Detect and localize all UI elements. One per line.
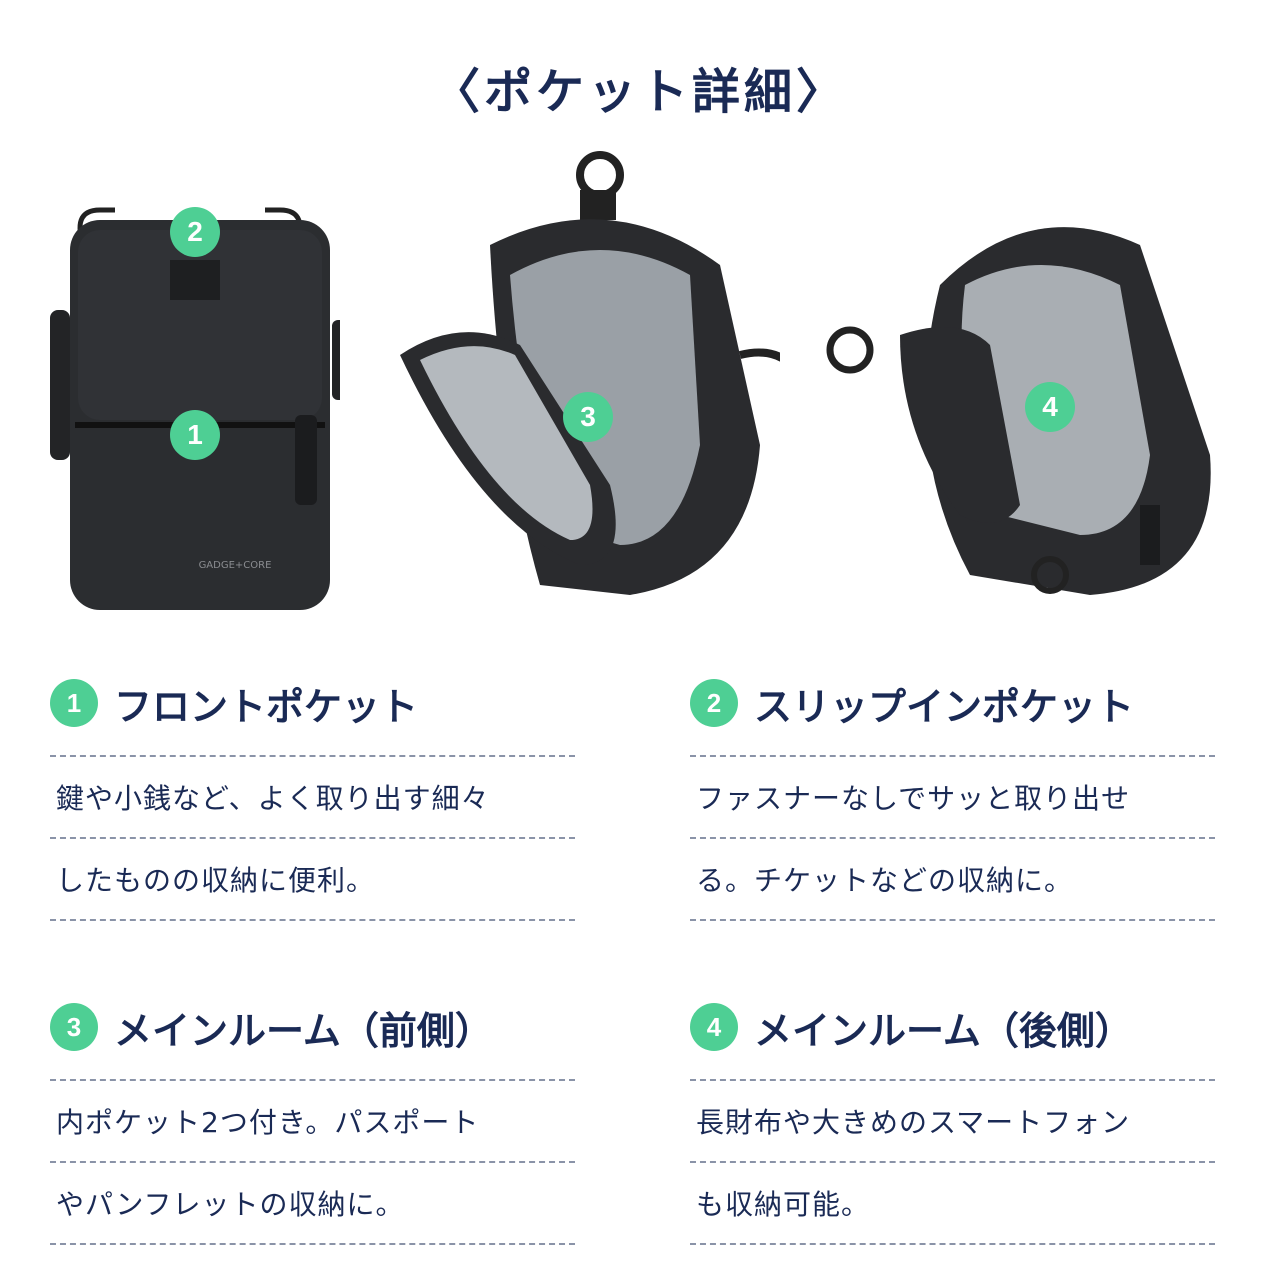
- section-number: 3: [50, 1003, 98, 1051]
- description-line: やパンフレットの収納に。: [50, 1163, 575, 1245]
- description-line: も収納可能。: [690, 1163, 1215, 1245]
- divider: [690, 1079, 1215, 1081]
- divider: [690, 755, 1215, 757]
- main-room-front-image: [400, 151, 780, 595]
- description-line: 内ポケット2つ付き。パスポート: [50, 1081, 575, 1163]
- marker-1: 1: [170, 410, 220, 460]
- section-title: メインルーム（後側）: [754, 1008, 1133, 1053]
- description-line: る。チケットなどの収納に。: [690, 839, 1215, 921]
- section-slip-in-pocket: 2 スリップインポケット ファスナーなしでサッと取り出せ る。チケットなどの収納…: [690, 673, 1215, 921]
- description-line: ファスナーなしでサッと取り出せ: [690, 757, 1215, 839]
- marker-2: 2: [170, 207, 220, 257]
- section-title: スリップインポケット: [754, 684, 1135, 729]
- section-number: 4: [690, 1003, 738, 1051]
- divider: [50, 1079, 575, 1081]
- page-title: 〈ポケット詳細〉: [431, 64, 848, 120]
- description-line: 鍵や小銭など、よく取り出す細々: [50, 757, 575, 839]
- section-main-room-back: 4 メインルーム（後側） 長財布や大きめのスマートフォン も収納可能。: [690, 997, 1215, 1245]
- brand-print: GADGE+CORE: [199, 560, 272, 571]
- divider: [50, 755, 575, 757]
- marker-3: 3: [563, 392, 613, 442]
- section-title: メインルーム（前側）: [114, 1008, 493, 1053]
- section-title: フロントポケット: [114, 684, 419, 729]
- section-front-pocket: 1 フロントポケット 鍵や小銭など、よく取り出す細々 したものの収納に便利。: [50, 673, 575, 921]
- description-line: したものの収納に便利。: [50, 839, 575, 921]
- section-number: 2: [690, 679, 738, 727]
- section-main-room-front: 3 メインルーム（前側） 内ポケット2つ付き。パスポート やパンフレットの収納に…: [50, 997, 575, 1245]
- section-number: 1: [50, 679, 98, 727]
- marker-4: 4: [1025, 382, 1075, 432]
- description-line: 長財布や大きめのスマートフォン: [690, 1081, 1215, 1163]
